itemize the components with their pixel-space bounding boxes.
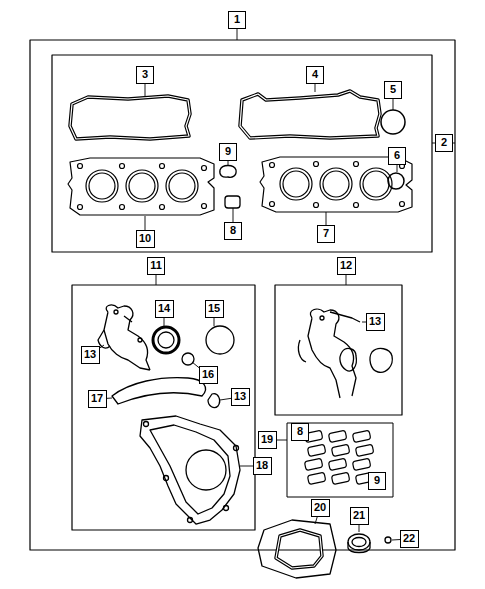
callout-number: 21 [350,507,369,525]
callout-number: 20 [311,499,330,517]
callout-number: 12 [337,257,356,275]
callout-number: 13 [231,388,250,406]
callout-number: 13 [366,313,385,331]
timing-kit-frame [72,285,255,530]
callout-number: 18 [253,457,272,475]
callout-number: 3 [136,66,154,84]
callout-number: 16 [199,366,218,384]
seal-8 [225,196,240,208]
intake-seals [304,430,373,484]
callout-number: 11 [147,257,165,275]
kit-frame [30,40,455,550]
callout-number: 19 [258,431,277,449]
callout-number: 14 [155,300,174,318]
intake-kit-frame [287,423,393,497]
callout-number: 5 [384,81,402,99]
upper-kit-frame [52,55,432,252]
callout-number: 6 [388,147,406,165]
callout-number: 17 [88,390,107,408]
callout-number: 15 [205,300,224,318]
callout-number: 22 [400,530,419,548]
timing-cover-parts [98,305,240,524]
callout-number: 8 [291,423,309,441]
callout-number: 13 [81,346,100,364]
lower-parts [258,520,391,578]
callout-number: 8 [224,222,242,240]
head-gaskets [68,157,412,215]
callout-number: 9 [219,143,237,161]
valve-cover-gaskets [70,91,405,189]
callout-number: 4 [306,66,324,84]
callout-number: 7 [317,225,335,243]
front-cover-parts [298,309,392,398]
callout-number: 2 [435,134,453,152]
callout-number: 10 [136,230,155,248]
cover-kit-frame [275,285,402,415]
seal-9 [220,166,236,178]
callout-number: 9 [368,472,386,490]
callout-number: 1 [228,11,246,29]
